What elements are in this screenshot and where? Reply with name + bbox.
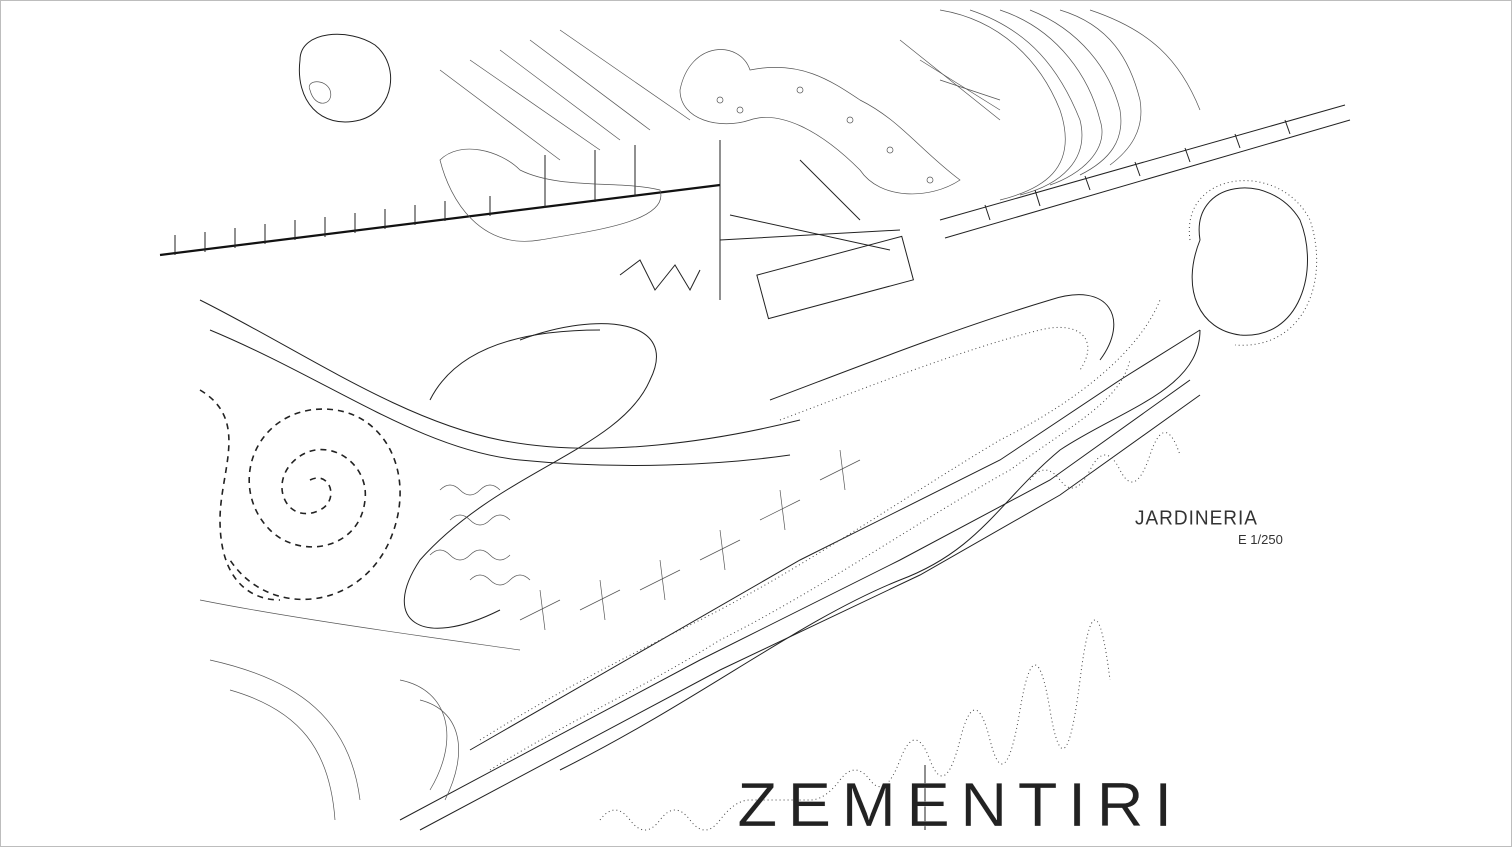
road [939,104,1351,239]
sheet-label: JARDINERIA [1135,507,1258,530]
contour-lines [939,9,1201,201]
tree-cluster [439,49,961,242]
hedge-bands [399,294,1201,831]
buildings [619,140,915,320]
upper-wall [159,183,721,257]
drawing-title: ZEMENTIRI [737,771,1183,840]
pond-outline [298,33,391,123]
spiral [199,389,401,601]
planting-squiggles [429,484,531,586]
scattered-planting [519,449,861,631]
circular-plaza [1191,187,1308,336]
scale-label: E 1/250 [1238,532,1283,547]
